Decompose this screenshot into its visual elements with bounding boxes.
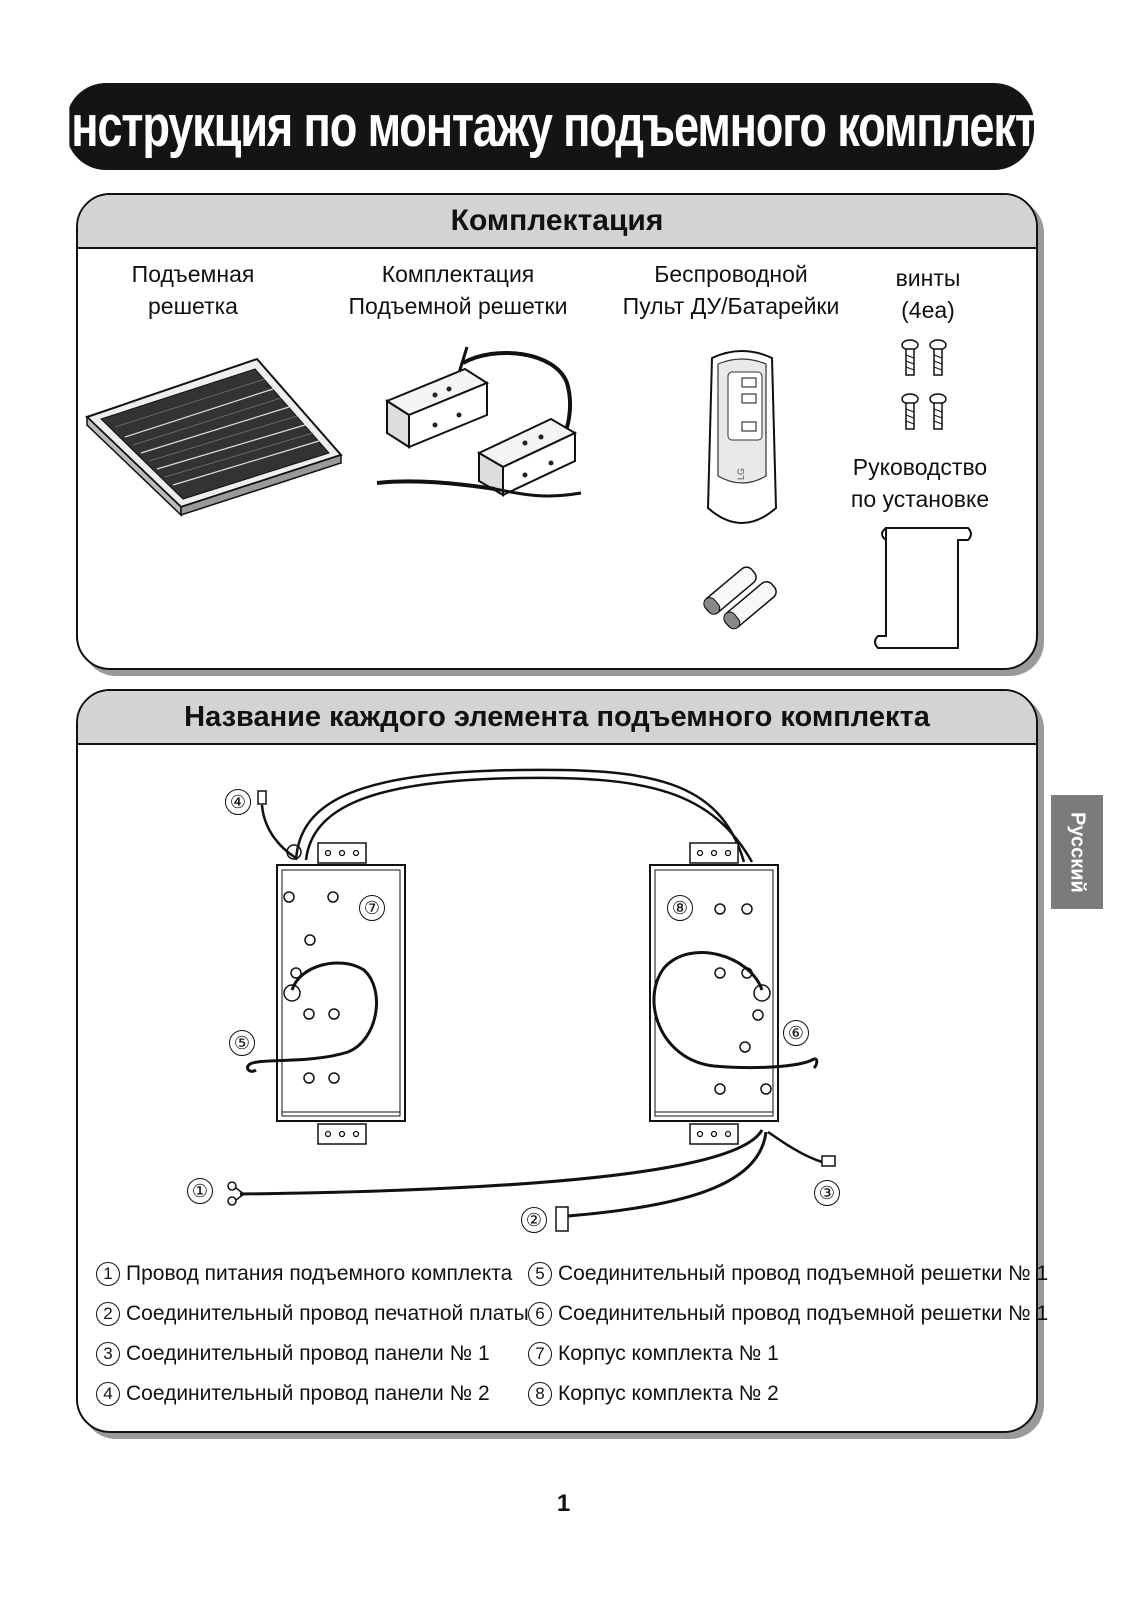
callout-1: ① xyxy=(187,1178,213,1204)
item-label-line: (4ea) xyxy=(901,297,955,323)
callout-7: ⑦ xyxy=(359,895,385,921)
legend-text: Провод питания подъемного комплекта xyxy=(126,1262,513,1285)
title-banner: Инструкция по монтажу подъемного комплек… xyxy=(40,83,1061,170)
item-label-manual: Руководство по установке xyxy=(830,451,1010,515)
legend-item: 1 Провод питания подъемного комплекта xyxy=(96,1254,529,1294)
parts-names-heading: Название каждого элемента подъемного ком… xyxy=(78,691,1036,745)
item-label-lift-grille: Подъемная решетка xyxy=(103,258,283,322)
legend-item: 4 Соединительный провод панели № 2 xyxy=(96,1374,529,1414)
legend-item: 8 Корпус комплекта № 2 xyxy=(528,1374,1048,1414)
legend-item: 6 Соединительный провод подъемной решетки… xyxy=(528,1294,1048,1334)
item-label-line: Подъемной решетки xyxy=(348,293,568,319)
legend-number: 3 xyxy=(96,1342,120,1366)
page-title: Инструкция по монтажу подъемного комплек… xyxy=(40,94,1061,159)
callout-8: ⑧ xyxy=(667,895,693,921)
installation-manual-image xyxy=(874,527,972,649)
remote-control-image: LG xyxy=(706,350,778,524)
legend-number: 5 xyxy=(528,1262,552,1286)
legend-text: Соединительный провод печатной платы xyxy=(126,1302,529,1325)
item-label-remote: Беспроводной Пульт ДУ/Батарейки xyxy=(603,258,859,322)
language-tab: Русский xyxy=(1051,795,1103,909)
page-number: 1 xyxy=(556,1490,571,1517)
item-label-line: Подъемная xyxy=(131,261,255,287)
item-label-screws: винты (4ea) xyxy=(880,262,976,326)
legend-text: Соединительный провод панели № 2 xyxy=(126,1382,490,1405)
legend-item: 2 Соединительный провод печатной платы xyxy=(96,1294,529,1334)
item-label-line: Пульт ДУ/Батарейки xyxy=(622,293,840,319)
callout-5: ⑤ xyxy=(229,1030,255,1056)
package-contents-heading: Комплектация xyxy=(78,195,1036,249)
callout-6: ⑥ xyxy=(783,1020,809,1046)
legend-item: 3 Соединительный провод панели № 1 xyxy=(96,1334,529,1374)
item-label-lift-kit: Комплектация Подъемной решетки xyxy=(330,258,586,322)
lift-kit-boxes-image xyxy=(376,346,582,498)
legend-item: 5 Соединительный провод подъемной решетки… xyxy=(528,1254,1048,1294)
legend-text: Соединительный провод панели № 1 xyxy=(126,1342,490,1365)
legend-text: Соединительный провод подъемной решетки … xyxy=(558,1262,1049,1285)
legend-number: 2 xyxy=(96,1302,120,1326)
remote-brand-text: LG xyxy=(736,468,746,480)
item-label-line: решетка xyxy=(148,293,238,319)
legend-text: Корпус комплекта № 1 xyxy=(558,1342,779,1365)
item-label-line: Руководство xyxy=(852,454,988,480)
item-label-line: винты xyxy=(895,265,961,291)
legend-number: 4 xyxy=(96,1382,120,1406)
item-label-line: Комплектация xyxy=(381,261,535,287)
item-label-line: по установке xyxy=(850,486,990,512)
language-tab-label: Русский xyxy=(1066,811,1089,893)
legend-text: Соединительный провод подъемной решетки … xyxy=(558,1302,1049,1325)
item-label-line: Беспроводной xyxy=(654,261,808,287)
batteries-image xyxy=(703,566,777,630)
callout-2: ② xyxy=(521,1207,547,1233)
lift-grille-image xyxy=(85,357,343,517)
legend-number: 8 xyxy=(528,1382,552,1406)
legend-text: Корпус комплекта № 2 xyxy=(558,1382,779,1405)
legend-number: 6 xyxy=(528,1302,552,1326)
legend-number: 1 xyxy=(96,1262,120,1286)
callout-4: ④ xyxy=(225,789,251,815)
legend-number: 7 xyxy=(528,1342,552,1366)
callout-3: ③ xyxy=(814,1180,840,1206)
legend-item: 7 Корпус комплекта № 1 xyxy=(528,1334,1048,1374)
screws-image xyxy=(901,339,947,430)
